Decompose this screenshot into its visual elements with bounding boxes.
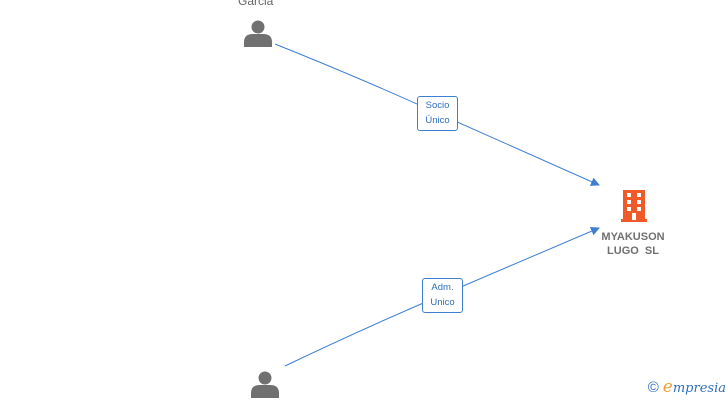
copyright-symbol: © — [647, 379, 659, 396]
empresia-watermark: ©empresia — [648, 377, 726, 397]
edge-label-line: Unico — [430, 297, 455, 308]
person-icon[interactable] — [244, 20, 272, 48]
edge-label-line: Socio — [425, 100, 450, 111]
company-name-line-1: MYAKUSON — [601, 231, 665, 243]
company-name-line-2: LUGO SL — [607, 245, 659, 257]
building-icon[interactable] — [621, 190, 647, 222]
person-icon[interactable] — [251, 371, 279, 399]
edge-label-line: Único — [425, 115, 450, 126]
brand-initial: e — [662, 377, 673, 397]
person-1-name: Garcia — [238, 0, 274, 8]
edge-label-line: Adm. — [431, 282, 454, 293]
brand-name: mpresia — [672, 381, 726, 396]
edge-label-socio-unico: Socio Único — [417, 96, 458, 131]
edge-label-adm-unico: Adm. Unico — [422, 278, 463, 313]
company-name[interactable]: MYAKUSON LUGO SL — [588, 230, 678, 258]
